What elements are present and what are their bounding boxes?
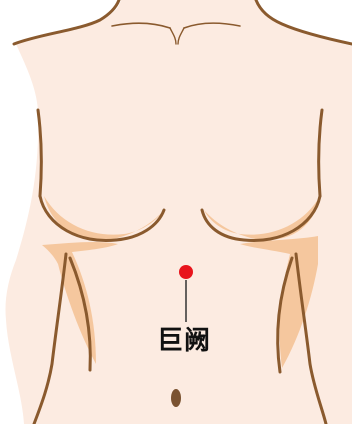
navel	[171, 389, 181, 407]
acupoint-label: 巨阙	[148, 326, 220, 356]
torso-skin	[5, 0, 352, 424]
acupoint-marker	[179, 265, 193, 279]
